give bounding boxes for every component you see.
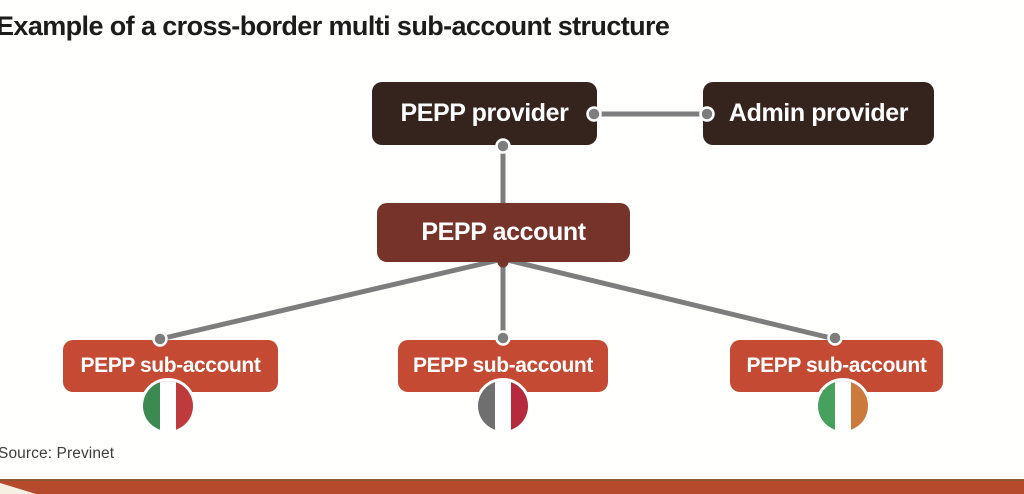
- connector-account-sub1: [159, 256, 504, 342]
- italy-flag-icon: [140, 378, 196, 434]
- flag-stripe: [834, 381, 852, 431]
- node-pepp-account: PEPP account: [377, 203, 630, 262]
- flag-stripe: [159, 381, 177, 431]
- sub-account-label: PEPP sub-account: [413, 354, 593, 377]
- flag-stripe: [494, 381, 512, 431]
- pepp-provider-label: PEPP provider: [400, 99, 569, 127]
- pepp-account-label: PEPP account: [421, 218, 586, 246]
- page-title: Example of a cross-border multi sub-acco…: [0, 11, 670, 41]
- admin-provider-label: Admin provider: [728, 99, 909, 127]
- flag-stripe: [511, 381, 528, 431]
- node-admin-provider: Admin provider: [703, 82, 934, 145]
- flag-stripe: [176, 381, 193, 431]
- france-flag-icon: [475, 378, 531, 434]
- corner-wedge: [0, 483, 36, 494]
- ireland-flag-icon: [815, 378, 871, 434]
- flag-stripe: [478, 381, 495, 431]
- node-pepp-sub-account-france: PEPP sub-account: [398, 340, 608, 392]
- flag-stripe: [851, 381, 868, 431]
- node-pepp-sub-account-italy: PEPP sub-account: [63, 340, 278, 392]
- bottom-bar: [0, 479, 1024, 494]
- node-pepp-provider: PEPP provider: [372, 82, 597, 145]
- sub-account-label: PEPP sub-account: [80, 354, 261, 377]
- flag-stripe: [818, 381, 835, 431]
- sub-account-label: PEPP sub-account: [746, 354, 927, 377]
- connector-account-sub3: [502, 256, 836, 342]
- flag-stripe: [143, 381, 160, 431]
- source-note: Source: Previnet: [0, 445, 115, 462]
